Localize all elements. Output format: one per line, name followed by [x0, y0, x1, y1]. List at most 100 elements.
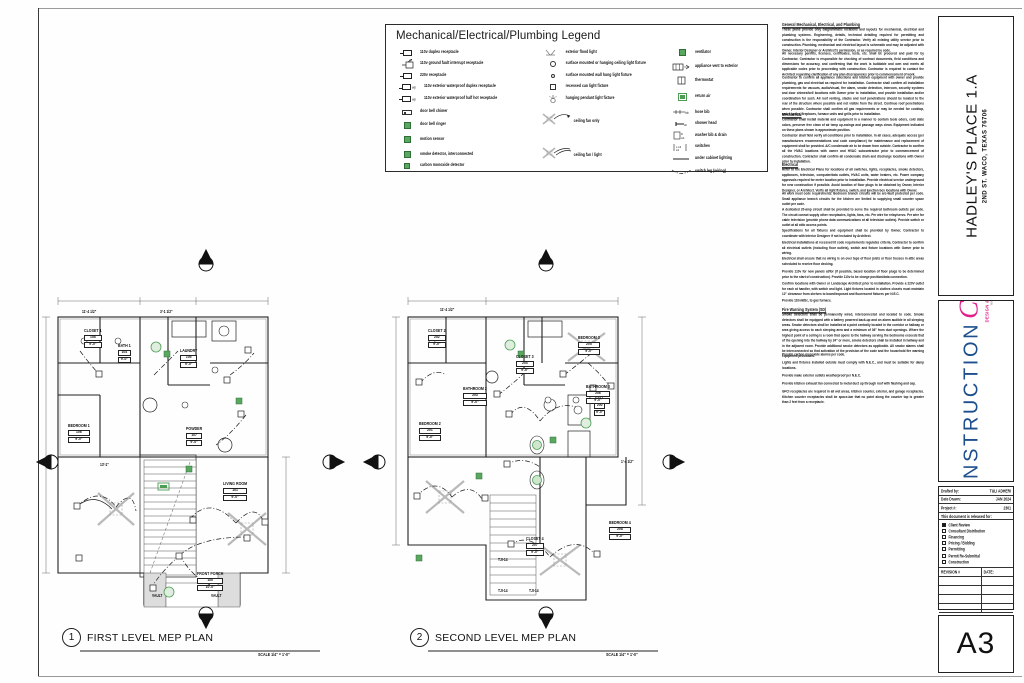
- note-paragraph: Provide kitchen exhaust fan connected to…: [782, 380, 916, 386]
- checklist-item-permit-resubmittal[interactable]: Permit Re-Submittal: [942, 552, 1011, 558]
- release-checklist: Client Review Consultant Distribution Fi…: [939, 520, 1013, 568]
- legend-item: carbon monoxide detector: [394, 161, 540, 172]
- legend-item: return air: [669, 92, 761, 103]
- info-row-drafted-by: Drafted by: TULI ADHERI: [939, 487, 1013, 496]
- legend-item-label: ceiling fan only: [573, 117, 600, 123]
- checkbox-icon[interactable]: [942, 541, 946, 546]
- room-name: BEDROOM 4: [609, 520, 631, 526]
- legend-item-label: exterior flood light: [565, 49, 597, 55]
- checkbox-checked-icon[interactable]: [942, 522, 946, 527]
- sheet-edge-bottom: [38, 676, 1022, 677]
- release-title: This document is released for:: [941, 513, 992, 519]
- checkbox-icon[interactable]: [942, 559, 946, 564]
- checklist-item-permitting[interactable]: Permitting: [942, 546, 1011, 552]
- legend-item: switch leg (wiring): [669, 166, 761, 177]
- svg-text:wb: wb: [681, 136, 685, 140]
- room-number: 105: [180, 354, 198, 361]
- checkbox-icon[interactable]: [942, 528, 946, 533]
- second-level-plan-title: 2 SECOND LEVEL MEP PLAN: [410, 628, 576, 647]
- plan-name: FIRST LEVEL MEP PLAN: [87, 631, 214, 644]
- dimension-text: 13'-1": [100, 462, 109, 468]
- revision-row[interactable]: [939, 594, 1013, 604]
- legend-item: sh shower head: [669, 118, 761, 129]
- note-paragraph: Contractor shall install material and eq…: [782, 116, 924, 132]
- note-section: Mechanical Contractor shall install mate…: [782, 112, 924, 163]
- note-paragraph: Refer to the Electrical Plans for locati…: [782, 166, 924, 193]
- legend-column-electrical-devices: 110v duplex receptacle gfi 110v ground f…: [394, 47, 540, 178]
- svg-text:s s3: s s3: [676, 145, 682, 149]
- revision-row[interactable]: [939, 576, 1013, 586]
- checkbox-icon[interactable]: [942, 534, 946, 539]
- checklist-item-consultant-distribution[interactable]: Consultant Distribution: [942, 528, 1011, 534]
- legend-item-label: washer bib & drain: [695, 131, 727, 137]
- revision-row[interactable]: [939, 603, 1013, 613]
- room-ceiling-height: 9'-0": [118, 356, 131, 363]
- note-paragraph: Provide carbon monoxide alarms per code.: [782, 351, 846, 357]
- project-address: 2ND ST. WACO, TEXAS 76706: [982, 108, 989, 204]
- legend-item-label: smoke detector, interconnected: [420, 151, 474, 157]
- info-value: JAN 2024: [995, 496, 1011, 502]
- legend-item: smoke detector, interconnected: [394, 149, 540, 160]
- note-paragraph: Contractor shall field verify all condit…: [782, 132, 924, 164]
- room-number: 100: [197, 577, 224, 584]
- room-ceiling-height: 9'-0": [609, 533, 631, 540]
- room-ceiling-height: 9'-0": [526, 549, 544, 556]
- legend-item: ceiling fan / light: [540, 143, 669, 169]
- legend-item-label: ceiling fan / light: [573, 151, 602, 157]
- room-name: BATH 1: [118, 343, 131, 349]
- checkbox-icon[interactable]: [942, 547, 946, 552]
- room-ceiling-height: 9'-0": [223, 494, 248, 501]
- legend-item-label: shower head: [695, 120, 717, 126]
- room-name: CLOSET 3: [516, 354, 534, 360]
- mep-legend-panel: Mechanical/Electrical/Plumbing Legend 11…: [385, 24, 768, 174]
- legend-title: Mechanical/Electrical/Plumbing Legend: [396, 30, 601, 42]
- checklist-item-pricing-bidding[interactable]: Pricing / Bidding: [942, 540, 1011, 546]
- legend-item: wp 110v exterior waterproof half hot rec…: [394, 93, 540, 104]
- shower-head-icon: sh: [669, 118, 695, 129]
- revision-header-number: REVISION #: [941, 569, 961, 575]
- note-section: Fire Warning System (SD) Smoke detectors…: [782, 307, 924, 404]
- smoke-detector-icon: [394, 149, 420, 160]
- room-number: 206: [586, 390, 610, 397]
- under-cabinet-light-icon: [669, 153, 695, 164]
- dimension-text: TJI-14: [498, 588, 508, 594]
- room-name: FRONT PORCH: [197, 571, 224, 577]
- legend-column-lighting: exterior flood light surface mounted or …: [540, 47, 669, 178]
- room-ceiling-height: 9'-0": [594, 409, 606, 416]
- note-paragraph: Electrical shall ensure that no wiring i…: [782, 256, 924, 267]
- legend-item-label: recessed can light fixture: [565, 83, 609, 89]
- checklist-item-financing[interactable]: Financing: [942, 534, 1011, 540]
- motion-sensor-icon: [394, 134, 420, 145]
- legend-item-label: switch leg (wiring): [695, 168, 726, 174]
- legend-item: appliance vent to exterior: [669, 61, 761, 72]
- room-name: CLOSET 2: [428, 328, 446, 334]
- room-number: 101: [223, 487, 248, 494]
- note-paragraph: Smoke detectors shall be permanently wir…: [782, 311, 924, 358]
- legend-item: ceiling fan only: [540, 109, 669, 135]
- duplex-receptacle-icon: [394, 47, 420, 58]
- checklist-label: Consultant Distribution: [948, 528, 986, 534]
- checklist-item-construction[interactable]: Construction: [942, 559, 1011, 565]
- thermostat-icon: [669, 75, 695, 86]
- legend-item-label: 110v ground fault interrupt receptacle: [420, 60, 484, 66]
- revision-row[interactable]: [939, 585, 1013, 595]
- room-number: 107: [186, 432, 203, 439]
- legend-item: ventilator: [669, 47, 761, 58]
- sheet-border-left: [38, 8, 1022, 676]
- legend-item-label: 110v exterior waterproof duplex receptac…: [424, 83, 496, 89]
- note-heading: Mechanical: [782, 112, 802, 118]
- room-number: 203: [463, 392, 487, 399]
- checkbox-icon[interactable]: [942, 553, 946, 558]
- plan-detail-number: 2: [410, 628, 429, 647]
- room-number: 204: [516, 360, 534, 367]
- project-title-group: HADLEY'S PLACE 1.A 2ND ST. WACO, TEXAS 7…: [964, 74, 989, 238]
- checklist-item-client-review[interactable]: Client Review: [942, 522, 1011, 528]
- legend-item-label: switches: [695, 143, 710, 149]
